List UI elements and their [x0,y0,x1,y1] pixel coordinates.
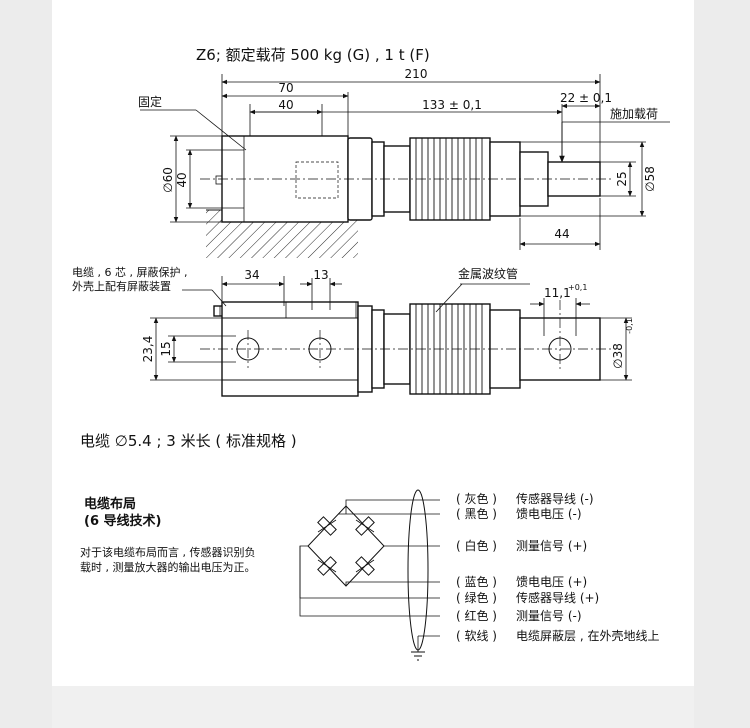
wire-color-white: ( 白色 ) [456,538,497,553]
label-metal-bellows: 金属波纹管 [458,266,518,281]
label-cable-line2: 外壳上配有屏蔽装置 [72,279,171,293]
wire-signal-black: 馈电电压 (-) [516,507,582,521]
dim-13: 13 [313,268,328,282]
label-cable-line1: 电缆 , 6 芯 , 屏蔽保护 , [72,265,187,279]
label-fixed: 固定 [138,94,162,109]
strain-gauge-3 [317,556,337,576]
top-view: 210 70 40 133 ± 0,1 22 ± 0,1 固定 施加载荷 ∅60… [138,67,670,258]
wire-color-green: ( 绿色 ) [456,590,497,605]
wire-color-shield: ( 软线 ) [456,629,497,643]
wire-signal-shield: 电缆屏蔽层 , 在外壳地线上 [516,629,659,643]
dim-11-1: 11,1 [544,286,571,300]
dim-25: 25 [615,171,629,186]
dim-40-side: 40 [175,172,189,187]
dim-44: 44 [554,227,569,241]
left-margin [0,0,52,728]
wheatstone-bridge [307,505,385,587]
dim-133: 133 ± 0,1 [422,98,482,112]
dim-15: 15 [159,341,173,356]
wiring-subheading: (6 导线技术) [84,513,161,529]
wire-signal-grey: 传感器导线 (-) [516,491,594,506]
wire-color-blue: ( 蓝色 ) [456,575,497,589]
dim-dia-38-tolerance: -0,1 [625,318,634,334]
wire-signal-green: 传感器导线 (+) [516,590,599,605]
dim-dia-38: ∅38 [611,343,625,369]
front-view: 电缆 , 6 芯 , 屏蔽保护 , 外壳上配有屏蔽装置 34 13 金属波纹管 … [72,265,634,397]
dim-40-top: 40 [278,98,293,112]
wire-signal-blue: 馈电电压 (+) [516,575,587,589]
dim-11-1-tolerance: +0,1 [568,283,587,292]
dim-34: 34 [244,268,259,282]
strain-gauge-1 [317,516,337,536]
wire-signal-red: 测量信号 (-) [516,609,582,623]
strain-gauge-4 [355,556,375,576]
right-margin [694,0,750,728]
label-apply-load: 施加载荷 [610,107,658,121]
dim-22: 22 ± 0,1 [560,91,612,105]
wire-color-red: ( 红色 ) [456,608,497,623]
dim-dia-58: ∅58 [643,166,657,192]
dim-210: 210 [405,67,428,81]
hidden-bore [295,161,339,199]
wire-signal-white: 测量信号 (+) [516,539,587,553]
wiring-description-line1: 对于该电缆布局而言 , 传感器识别负 [80,545,256,559]
dim-dia-60: ∅60 [161,167,175,193]
dim-23-4: 23,4 [141,336,155,363]
wiring-description-line2: 载时 , 测量放大器的输出电压为正。 [80,560,256,574]
wire-color-black: ( 黑色 ) [456,507,497,521]
wiring-heading: 电缆布局 [84,496,136,512]
page-title: Z6; 额定载荷 500 kg (G) , 1 t (F) [196,46,430,64]
wiring-section: 电缆布局 (6 导线技术) 对于该电缆布局而言 , 传感器识别负 载时 , 测量… [80,489,659,661]
wire-color-grey: ( 灰色 ) [456,492,497,506]
strain-gauge-2 [355,516,375,536]
cable-note: 电缆 ∅5.4 ; 3 米长 ( 标准规格 ) [80,432,297,450]
dim-70: 70 [278,81,293,95]
